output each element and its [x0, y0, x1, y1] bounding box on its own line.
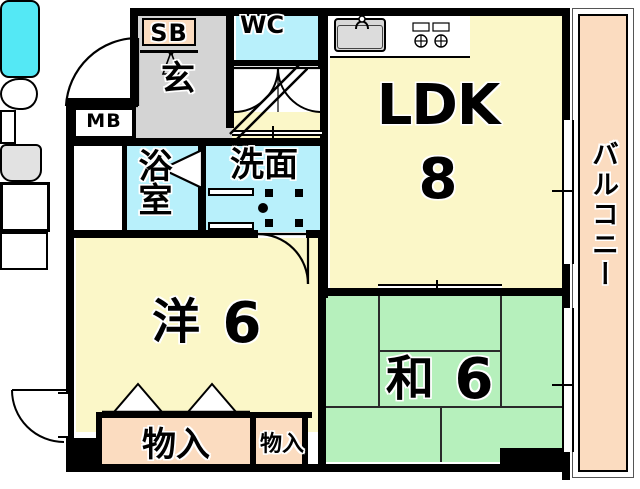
entrance-door-swing-icon	[64, 36, 140, 108]
label-youshitsu-size: 6	[222, 291, 262, 356]
toilet-tank-icon	[0, 110, 16, 144]
label-washitsu-size: 6	[454, 347, 494, 412]
mb-box	[72, 106, 136, 140]
wall-left-youshitsu	[66, 232, 74, 472]
fusuma-washitsu-left	[320, 344, 323, 408]
window-ldk-mullion	[552, 190, 572, 192]
wall-ldk-bottom	[320, 288, 568, 296]
washer-corner-br	[295, 219, 303, 227]
room-balcony-fill	[578, 14, 628, 472]
washer-drain	[258, 203, 268, 213]
label-mb: MB	[86, 110, 122, 132]
bathtub-icon	[0, 0, 40, 78]
label-senmen: 洗面	[230, 145, 298, 185]
wall-right-ldk-2	[562, 262, 570, 300]
wall-left-genkan	[130, 8, 138, 104]
washing-machine-icon	[0, 182, 50, 232]
wall-left-bath	[66, 98, 74, 240]
sb-hanger-icon	[161, 50, 181, 75]
bathroom-door-icon	[160, 148, 204, 190]
label-youshitsu: 洋	[151, 294, 200, 350]
mb-surround	[72, 106, 136, 140]
wall-genkan-right	[226, 14, 234, 128]
toilet-bowl-icon	[0, 78, 38, 110]
wall-genkan-step	[66, 98, 138, 106]
kitchen-sink-inner	[337, 25, 383, 49]
wall-senmen-top	[70, 138, 322, 146]
wall-bottom-outer	[66, 464, 562, 472]
wall-senmen-bottom	[70, 230, 258, 238]
washer-corner-tl	[265, 189, 273, 197]
washbasin-base	[208, 222, 254, 230]
tatami-seam-h2	[326, 406, 562, 408]
youshitsu-left-door-swing-icon	[11, 389, 66, 443]
closet-1-door-icon	[102, 382, 250, 414]
label-ldk-size: 8	[418, 147, 458, 212]
label-yokushitsu: 浴室	[132, 148, 172, 216]
label-ldk: LDK	[376, 73, 501, 138]
label-sb: SB	[150, 19, 188, 47]
room-wc-fill	[236, 14, 320, 66]
wall-tub-divider	[122, 146, 127, 234]
label-balcony: バルコニー	[587, 140, 618, 290]
wall-right-ldk	[562, 8, 570, 122]
label-washitsu: 和	[385, 351, 434, 407]
label-genkan: 玄	[161, 59, 195, 99]
label-wc: WC	[240, 11, 285, 39]
sb-shelf-line	[140, 50, 198, 53]
sliding-door-mullion	[436, 280, 438, 296]
wall-bottom-fill-left	[66, 438, 102, 472]
wall-closet-right	[302, 412, 308, 470]
washbasin-icon	[0, 144, 42, 182]
hall-double-door-swing-icon	[233, 66, 321, 113]
washer-corner-tr	[295, 189, 303, 197]
label-closet-2: 物入	[259, 432, 304, 457]
wall-right-washitsu-2	[562, 450, 570, 480]
wall-ldk-left-upper	[320, 8, 328, 298]
tatami-seam-v2	[500, 296, 502, 408]
tatami-seam-h1	[378, 350, 502, 352]
wall-right-washitsu	[562, 292, 570, 310]
bathtub-alcove-fill	[76, 146, 126, 232]
window-washitsu-balcony	[562, 308, 574, 452]
room-ldk-fill	[330, 14, 562, 291]
youshitsu-door-swing-icon	[257, 232, 310, 285]
wall-hall-right	[318, 232, 326, 294]
label-closet-1: 物入	[142, 425, 210, 465]
kitchen-faucet-icon	[355, 15, 369, 30]
window-washitsu-mullion	[552, 384, 572, 386]
washitsu-notch-patch	[322, 408, 500, 462]
washbasin-counter	[208, 188, 254, 196]
stove-burners-icon	[412, 22, 450, 48]
sliding-door-senmen	[232, 130, 322, 136]
wall-top-outer	[130, 8, 570, 16]
window-ldk-balcony	[562, 120, 574, 264]
tatami-seam-v3b	[440, 408, 442, 462]
wall-senmen-bottom-r	[306, 230, 326, 238]
tatami-seam-v1	[378, 296, 380, 408]
sliding-door-ldk-washitsu	[378, 284, 502, 290]
closet-1-fill	[102, 418, 250, 472]
wall-closet-top	[96, 412, 312, 418]
senmen-door-mullion	[272, 126, 274, 140]
sb-box	[142, 18, 196, 46]
wall-closet-mid	[250, 412, 256, 470]
gas-stove-icon	[0, 232, 48, 270]
window-youshitsu-left	[58, 392, 68, 438]
closet-2-fill	[256, 418, 308, 472]
sb-fill	[142, 18, 196, 46]
wall-wc-bottom	[232, 60, 324, 66]
washer-corner-bl	[265, 219, 273, 227]
